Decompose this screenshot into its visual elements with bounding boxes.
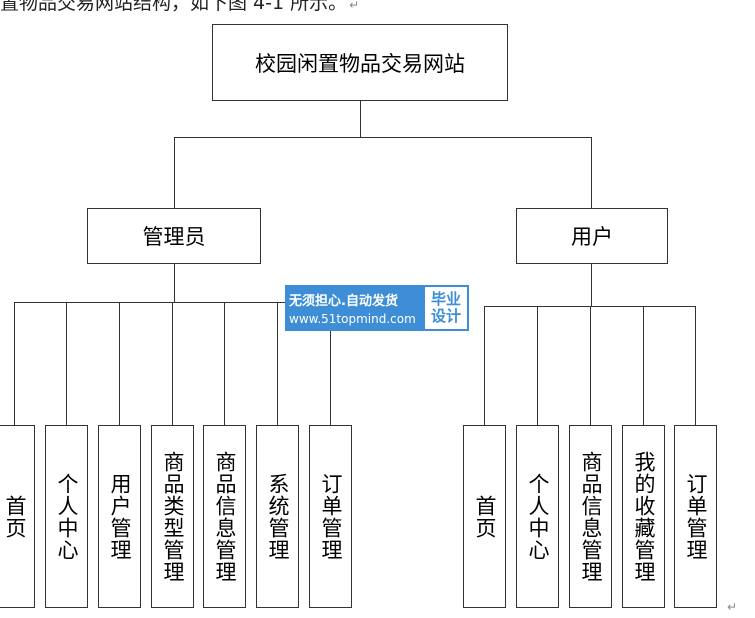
leaf-label: 系统管理 [266, 472, 290, 561]
watermark-text: 无须担心.自动发货 www.51topmind.com [285, 285, 423, 331]
watermark-badge: 毕业设计 [423, 285, 469, 331]
branch-node-user: 用户 [516, 208, 668, 264]
leaf-label: 个人中心 [526, 472, 550, 561]
leaf-label: 个人中心 [55, 472, 79, 561]
leaf-node-admin-orders: 订单管理 [309, 425, 352, 608]
leaf-label: 用户管理 [108, 472, 132, 561]
root-label: 校园闲置物品交易网站 [255, 51, 465, 76]
leaf-node-admin-profile: 个人中心 [45, 425, 88, 608]
leaf-node-admin-goods-type: 商品类型管理 [151, 425, 194, 608]
watermark-line2: www.51topmind.com [289, 312, 416, 326]
leaf-node-user-profile: 个人中心 [516, 425, 559, 608]
leaf-node-user-home: 首页 [463, 425, 506, 608]
paragraph-mark-icon: ↵ [727, 600, 738, 614]
leaf-label: 订单管理 [684, 472, 708, 561]
leaf-node-user-orders: 订单管理 [674, 425, 717, 608]
watermark-badge-label: 毕业设计 [430, 290, 461, 325]
leaf-node-admin-goods-info: 商品信息管理 [203, 425, 246, 608]
paragraph-mark-icon: ↵ [349, 0, 360, 12]
root-node: 校园闲置物品交易网站 [212, 24, 508, 101]
leaf-node-user-goods-info: 商品信息管理 [569, 425, 612, 608]
leaf-label: 我的收藏管理 [632, 450, 656, 583]
branch-label: 用户 [571, 225, 613, 249]
leaf-label: 首页 [3, 494, 27, 539]
watermark-banner: 无须担心.自动发货 www.51topmind.com 毕业设计 [285, 285, 469, 331]
branch-label: 管理员 [142, 225, 206, 249]
leaf-node-admin-system: 系统管理 [256, 425, 299, 608]
caption-text: 置物品交易网站结构，如下图 4-1 所示。↵ [0, 0, 480, 14]
branch-node-admin: 管理员 [87, 208, 261, 264]
leaf-node-user-favorites: 我的收藏管理 [622, 425, 665, 608]
leaf-label: 首页 [473, 494, 497, 539]
leaf-label: 订单管理 [319, 472, 343, 561]
leaf-label: 商品类型管理 [161, 450, 185, 583]
leaf-node-admin-home: 首页 [0, 425, 35, 608]
leaf-node-admin-users: 用户管理 [98, 425, 141, 608]
leaf-label: 商品信息管理 [579, 450, 603, 583]
caption-label: 置物品交易网站结构，如下图 4-1 所示。 [0, 0, 348, 14]
leaf-label: 商品信息管理 [213, 450, 237, 583]
watermark-line1: 无须担心.自动发货 [289, 294, 398, 309]
